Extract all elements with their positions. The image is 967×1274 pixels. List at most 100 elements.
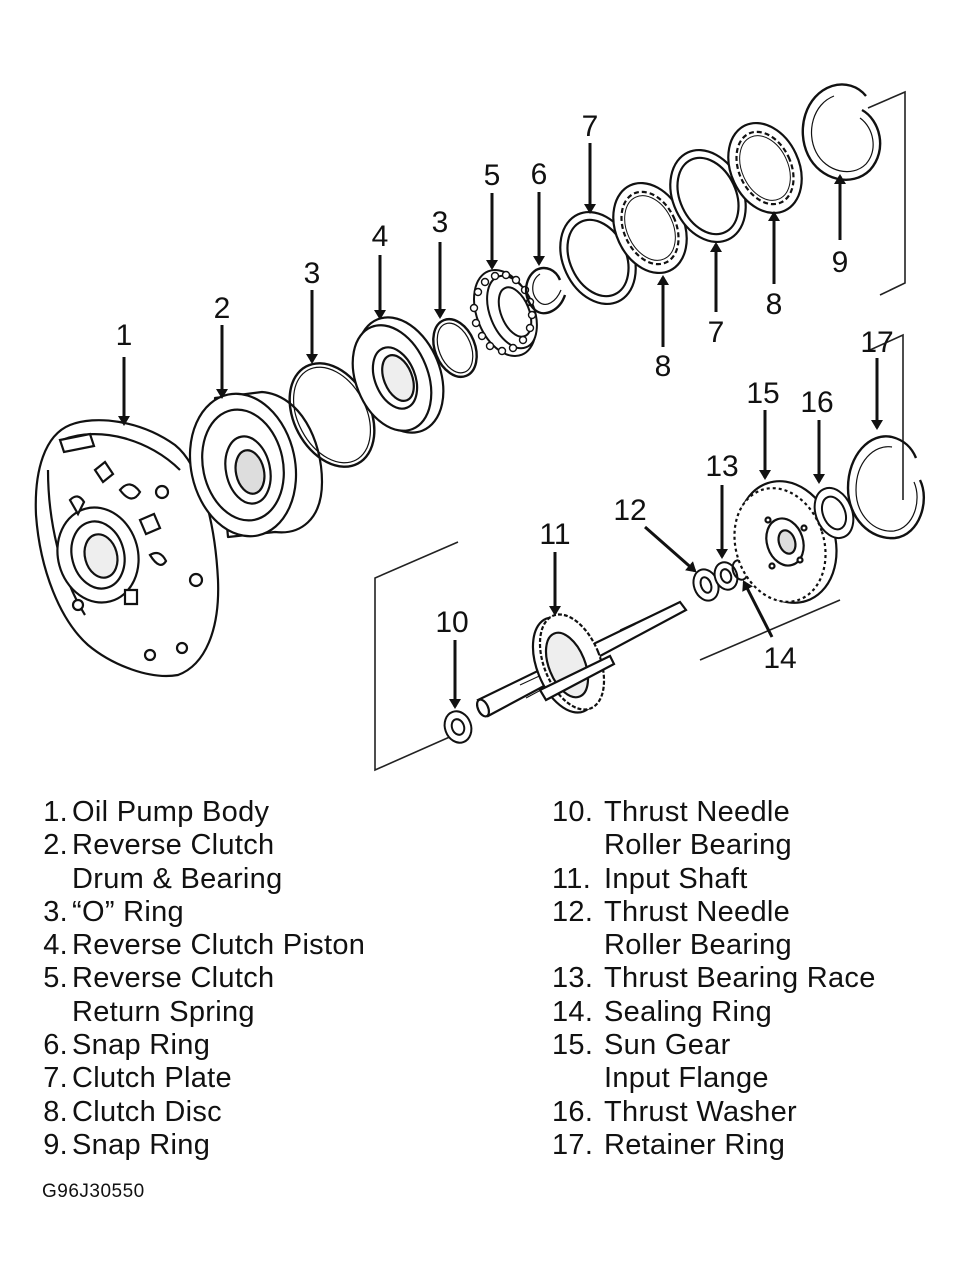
legend-item: 6.Snap Ring xyxy=(43,1029,488,1062)
callout-6: 6 xyxy=(531,158,548,191)
clutch-disc xyxy=(612,181,688,275)
legend-item-line: Input Flange xyxy=(604,1062,769,1095)
legend-item-number: 4. xyxy=(43,929,68,962)
legend-item-text: Thrust Washer xyxy=(604,1096,797,1129)
legend-item: 9.Snap Ring xyxy=(43,1129,488,1162)
legend-item-text: Snap Ring xyxy=(72,1129,210,1162)
legend-item-line: Clutch Disc xyxy=(72,1095,222,1128)
legend-item: 1.Oil Pump Body xyxy=(43,796,488,829)
legend-item-number: 8. xyxy=(43,1095,68,1128)
legend-item-line: Reverse Clutch xyxy=(72,829,275,862)
legend-item-number: 2. xyxy=(43,829,68,862)
legend-item-number: 3. xyxy=(43,895,68,928)
figure-code: G96J30550 xyxy=(42,1181,145,1202)
callout-3a: 3 xyxy=(304,257,321,290)
legend-item-line: Drum & Bearing xyxy=(72,862,283,895)
legend-item-line: Roller Bearing xyxy=(604,929,792,962)
thrust-needle-bearing-12 xyxy=(692,568,720,602)
legend-item-line: Snap Ring xyxy=(72,1029,211,1062)
legend-item-text: Input Shaft xyxy=(604,863,748,896)
legend-item-text: Oil Pump Body xyxy=(72,796,269,829)
legend-item: 8.Clutch Disc xyxy=(43,1096,488,1129)
legend-item-text: Retainer Ring xyxy=(604,1129,785,1162)
callout-12: 12 xyxy=(613,494,646,527)
sun-gear-input-flange xyxy=(733,480,838,604)
legend-item-number: 1. xyxy=(43,796,68,828)
callout-17: 17 xyxy=(860,326,893,359)
reverse-clutch-piston xyxy=(351,316,445,434)
legend-item-line: Retainer Ring xyxy=(604,1128,786,1161)
oil-pump-body xyxy=(34,419,220,677)
legend-item-line: Sun Gear xyxy=(604,1029,731,1062)
callout-13: 13 xyxy=(705,450,738,483)
legend-item: 4.Reverse Clutch Piston xyxy=(43,929,488,962)
callout-labels: 1 2 3 4 3 5 6 7 8 7 8 9 10 11 12 13 14 1… xyxy=(116,110,894,675)
thrust-needle-bearing-10 xyxy=(443,710,473,744)
legend-item-number: 16. xyxy=(552,1095,594,1128)
input-shaft xyxy=(475,600,688,718)
legend-item-line: Thrust Needle xyxy=(604,895,791,928)
legend-item-number: 17. xyxy=(552,1128,594,1161)
retainer-ring xyxy=(846,435,925,540)
callout-11: 11 xyxy=(539,518,570,551)
legend-item-line: Return Spring xyxy=(72,995,255,1028)
legend-item-number: 6. xyxy=(43,1029,68,1062)
clutch-plate-2 xyxy=(669,148,747,244)
clutch-disc-2 xyxy=(727,121,803,215)
legend-item-text: Sealing Ring xyxy=(604,996,772,1029)
callout-3b: 3 xyxy=(432,206,449,239)
legend-item-number: 5. xyxy=(43,962,68,995)
callout-arrows xyxy=(118,143,883,709)
arrow-12 xyxy=(644,525,697,573)
callout-7a: 7 xyxy=(582,110,599,143)
callout-1: 1 xyxy=(116,319,133,352)
legend-item-text: Clutch Plate xyxy=(72,1062,232,1095)
legend-item-text: Reverse Clutch Piston xyxy=(72,929,365,962)
callout-8a: 8 xyxy=(655,350,672,383)
legend-item-number: 11. xyxy=(552,862,592,895)
legend-item: 13. Thrust Bearing Race xyxy=(552,962,962,995)
callout-10: 10 xyxy=(435,606,468,639)
reverse-clutch-return-spring xyxy=(469,268,538,358)
callout-2: 2 xyxy=(214,292,231,325)
callout-5: 5 xyxy=(484,159,501,192)
legend-item-number: 9. xyxy=(43,1128,68,1161)
callout-16: 16 xyxy=(800,386,833,419)
legend-item: 7.Clutch Plate xyxy=(43,1062,488,1095)
legend-item-text: Snap Ring xyxy=(72,1029,210,1062)
legend-item-number: 14. xyxy=(552,995,594,1028)
o-ring-small xyxy=(432,317,478,379)
legend-item-number: 15. xyxy=(552,1029,594,1062)
legend-item-number: 12. xyxy=(552,895,594,928)
callout-7b: 7 xyxy=(708,316,725,349)
legend-item-text: “O” Ring xyxy=(72,896,184,929)
legend-item-line: Input Shaft xyxy=(604,862,748,895)
legend-item-line: Thrust Washer xyxy=(604,1095,797,1128)
legend-item-line: Roller Bearing xyxy=(604,829,792,862)
legend-item: 11. Input Shaft xyxy=(552,863,962,896)
legend-item-text: Clutch Disc xyxy=(72,1096,222,1129)
legend-item-line: Thrust Needle xyxy=(604,796,791,828)
callout-15: 15 xyxy=(746,377,779,410)
legend-item-line: Reverse Clutch Piston xyxy=(72,929,366,962)
callout-8b: 8 xyxy=(766,288,783,321)
legend-item-number: 13. xyxy=(552,962,594,995)
legend-item-text: Thrust Bearing Race xyxy=(604,962,876,995)
legend-item: 17. Retainer Ring xyxy=(552,1129,962,1162)
legend-item-line: Oil Pump Body xyxy=(72,796,270,828)
arrow-14 xyxy=(742,580,774,638)
callout-14: 14 xyxy=(763,642,796,675)
thrust-washer xyxy=(813,486,855,540)
legend-item: 16. Thrust Washer xyxy=(552,1096,962,1129)
